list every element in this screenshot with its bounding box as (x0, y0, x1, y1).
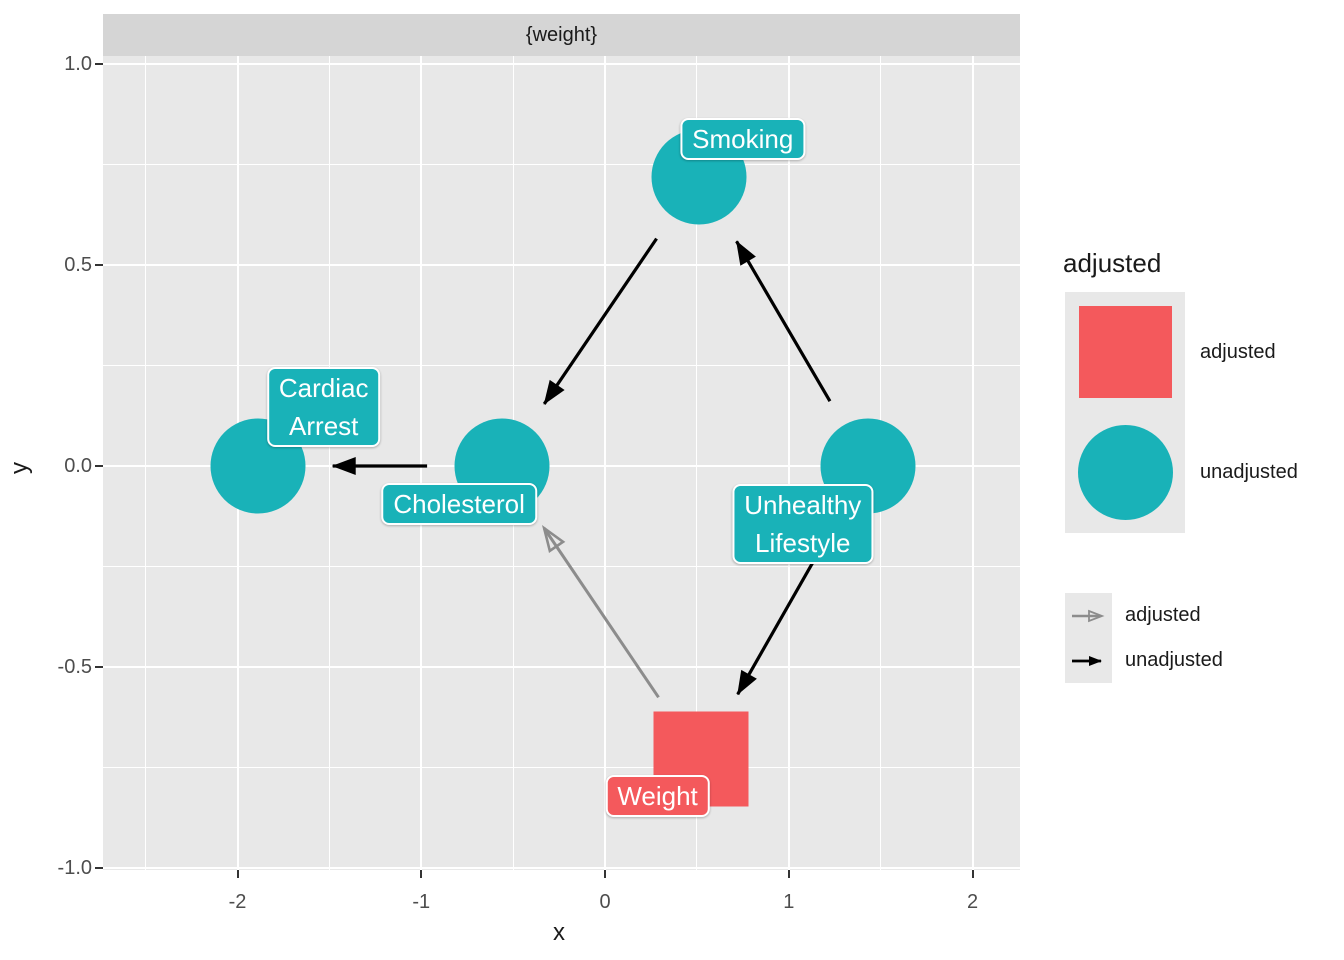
y-axis-title: y (6, 462, 33, 474)
unadjusted-arrow-swatch (1071, 655, 1102, 666)
x-axis-title: x (553, 919, 565, 946)
gridline (103, 666, 1020, 668)
legend-label-unadjusted: unadjusted (1200, 461, 1298, 483)
gridline (145, 56, 147, 870)
y-tick-label: -1.0 (57, 857, 92, 879)
dag-node-label-cholesterol: Cholesterol (381, 483, 537, 525)
gridline (420, 56, 423, 870)
x-tick-label: -2 (228, 891, 247, 913)
x-tick-label: 1 (783, 891, 795, 913)
gridline (328, 56, 330, 870)
legend-label-edge-unadjusted: unadjusted (1125, 649, 1223, 671)
label-line: Cholesterol (393, 489, 525, 519)
y-tick-label: 0.5 (64, 254, 92, 276)
x-tick-label: 2 (966, 891, 979, 913)
y-tick-label: 0.0 (64, 455, 92, 477)
adjusted-arrow-swatch (1071, 609, 1105, 622)
gridline (103, 365, 1020, 366)
facet-strip-label: {weight} (525, 23, 598, 46)
gridline (971, 56, 974, 870)
facet-strip: {weight} (103, 14, 1020, 56)
legend-key-unadjusted (1065, 412, 1185, 533)
label-line: Cardiac (278, 373, 369, 403)
gridline (103, 566, 1020, 567)
legend-key-edge-unadjusted (1065, 638, 1112, 683)
y-tick-mark (95, 264, 103, 266)
x-tick-mark (236, 870, 239, 878)
gridline (103, 164, 1020, 165)
x-tick-mark (420, 870, 423, 878)
y-tick-mark (95, 63, 103, 65)
label-line: Unhealthy (744, 490, 862, 520)
y-tick-label: 1.0 (64, 53, 92, 75)
gridline (696, 56, 698, 870)
y-tick-label: -0.5 (57, 656, 92, 678)
gridline (604, 56, 606, 870)
label-line: Lifestyle (755, 528, 851, 558)
x-tick-mark (787, 870, 790, 878)
gridline (787, 56, 790, 870)
gridline (103, 63, 1020, 65)
label-line: Smoking (692, 123, 794, 154)
gridline (103, 264, 1020, 266)
x-tick-mark (604, 870, 606, 878)
y-tick-mark (95, 867, 103, 869)
y-tick-mark (95, 666, 103, 668)
gridline (103, 767, 1020, 768)
legend-key-edge-adjusted (1065, 593, 1112, 638)
legend-label-adjusted: adjusted (1200, 340, 1276, 363)
y-tick-mark (95, 465, 103, 467)
unadjusted-circle-swatch (1077, 425, 1173, 520)
legend-key-adjusted (1065, 292, 1185, 412)
x-tick-label: -1 (412, 891, 431, 913)
label-line: Arrest (289, 411, 359, 441)
legend-title: adjusted (1063, 248, 1162, 278)
dag-node-label-weight: Weight (605, 775, 710, 818)
x-tick-label: 0 (599, 891, 611, 913)
dag-node-label-smoking: Smoking (680, 117, 806, 160)
gridline (103, 867, 1020, 869)
x-tick-mark (971, 870, 974, 878)
legend-label-edge-adjusted: adjusted (1125, 604, 1201, 626)
gridline (103, 465, 1020, 467)
adjusted-square-swatch (1078, 306, 1172, 398)
label-line: Weight (617, 781, 698, 812)
